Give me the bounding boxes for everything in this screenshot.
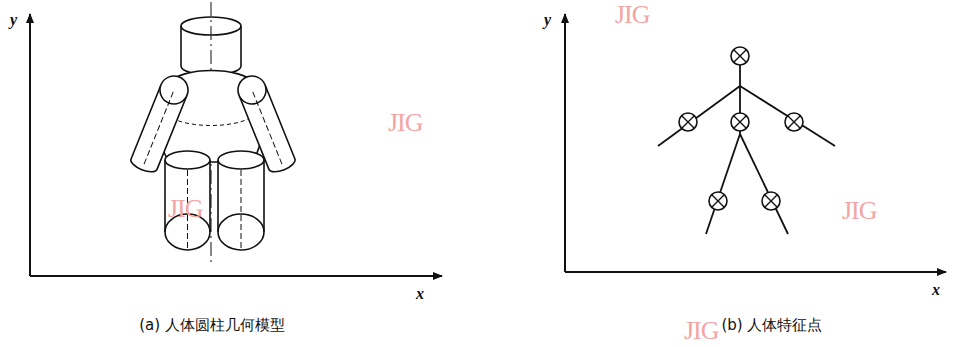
feature-skeleton [658,48,835,234]
feature-points [679,47,803,210]
watermark: JIG [615,2,650,28]
cylinder-model [129,2,297,262]
watermark: JIG [684,318,719,344]
axes-b [565,14,946,272]
axis-label: x [932,282,940,298]
watermark: JIG [168,196,203,222]
watermark: JIG [842,198,877,224]
axis-label: x [416,286,424,302]
subfigure-caption: (b) 人体特征点 [722,318,823,333]
axis-label: y [544,12,551,28]
axes-a [30,14,442,276]
axis-label: y [10,12,17,28]
subfigure-caption: (a) 人体圆柱几何模型 [139,318,285,333]
watermark: JIG [388,110,423,136]
